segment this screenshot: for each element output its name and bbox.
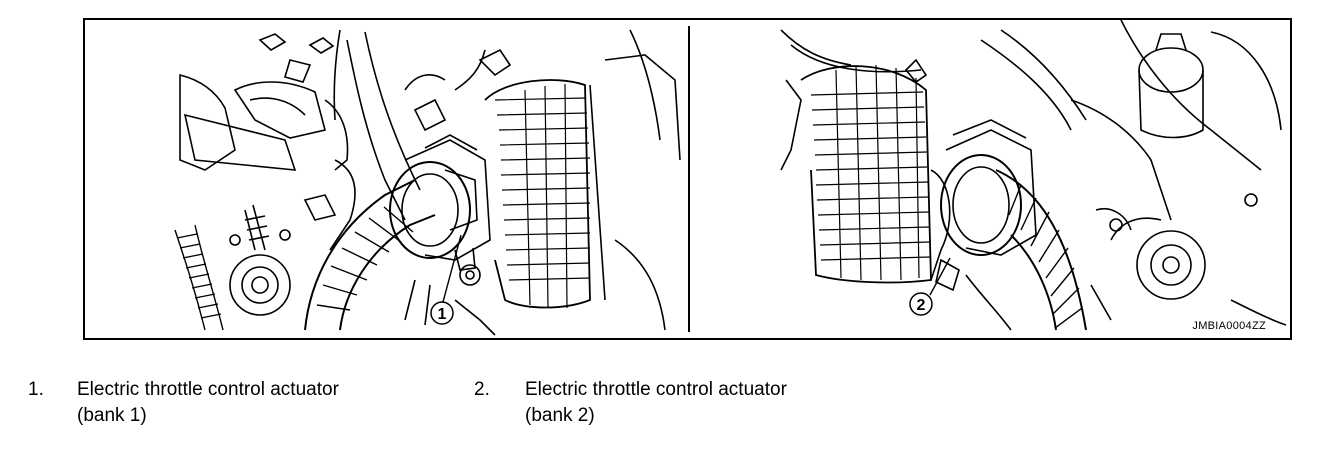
bank-1-illustration [85,20,687,338]
legend-item-label: Electric throttle control actuator (bank… [77,379,339,426]
image-id-label: JMBIA0004ZZ [1192,320,1266,332]
bank-2-illustration: JMBIA0004ZZ [691,20,1290,338]
legend-item-number: 1. [28,379,44,400]
panel-divider [688,26,690,332]
legend-item-label: Electric throttle control actuator (bank… [525,379,787,426]
engine-diagram-figure: JMBIA0004ZZ 1 2 [83,18,1292,340]
legend-item-number: 2. [474,379,490,400]
